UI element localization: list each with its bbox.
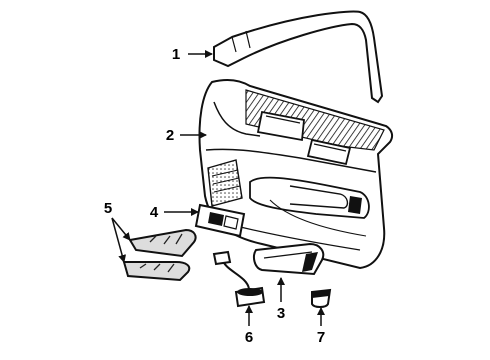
callouts: 1 2 3 4 5 6 7 bbox=[104, 46, 325, 346]
callout-3: 3 bbox=[277, 305, 285, 322]
callout-4: 4 bbox=[150, 204, 159, 221]
door-trim-panel bbox=[198, 78, 394, 270]
switch-bezel bbox=[194, 203, 246, 238]
leader-5a bbox=[111, 217, 131, 241]
trim-molding bbox=[213, 10, 384, 104]
leader-5b bbox=[111, 217, 127, 263]
callout-1: 1 bbox=[172, 46, 180, 63]
callout-5: 5 bbox=[104, 200, 112, 217]
callout-6: 6 bbox=[245, 329, 253, 346]
courtesy-lamp-socket bbox=[212, 250, 266, 308]
leader-lines bbox=[111, 50, 325, 326]
callout-2: 2 bbox=[166, 127, 174, 144]
trim-inserts bbox=[122, 228, 197, 282]
armrest bbox=[253, 242, 325, 276]
callout-7: 7 bbox=[317, 329, 325, 346]
lamp-lens bbox=[311, 288, 332, 308]
